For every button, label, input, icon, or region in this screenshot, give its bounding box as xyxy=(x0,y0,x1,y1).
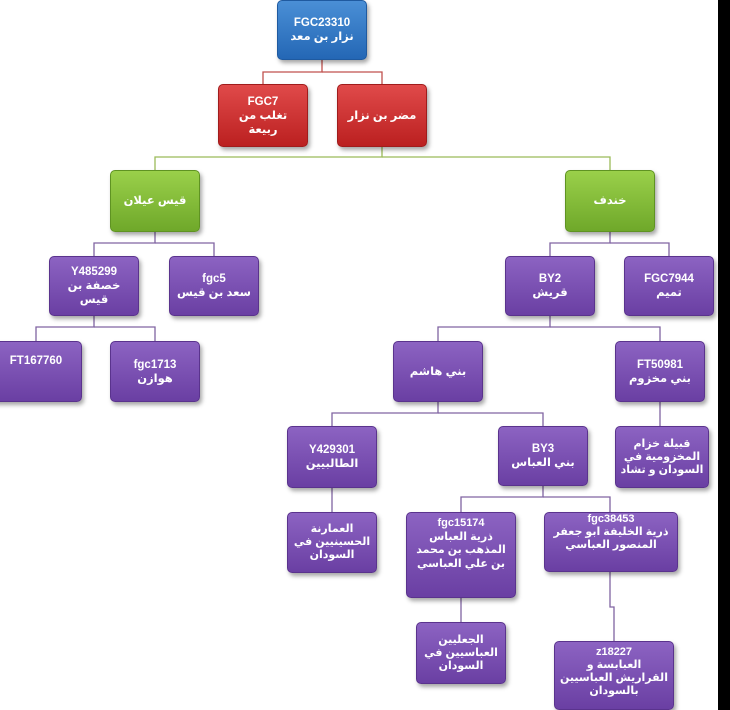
node-hawazin[interactable]: fgc1713 هوازن xyxy=(110,341,200,402)
node-code: Y429301 xyxy=(308,444,356,456)
node-code: FGC23310 xyxy=(293,17,351,29)
node-code: FT167760 xyxy=(9,355,63,367)
connector-root-mudar xyxy=(322,71,383,84)
connector-qays-khasafa xyxy=(93,232,156,256)
node-label: بني هاشم xyxy=(409,365,467,378)
node-label: بني العباس xyxy=(511,457,575,469)
connector-abbas-mansur xyxy=(543,496,611,512)
node-abbas[interactable]: BY3 بني العباس xyxy=(498,426,588,486)
node-label: العبابسة و القراريش العباسيين بالسودان xyxy=(560,659,668,697)
node-abbas-madhhab[interactable]: fgc15174 ذرية العباس المذهب بن محمد بن ع… xyxy=(406,512,516,598)
node-label: تغلب من ربيعة xyxy=(238,109,288,136)
node-code: fgc1713 xyxy=(133,358,177,371)
node-root[interactable]: FGC23310 نزار بن معد xyxy=(277,0,367,60)
connector-root-taghlib xyxy=(262,60,323,84)
node-saad[interactable]: fgc5 سعد بن قيس xyxy=(169,256,259,316)
connector-khindif-tamim xyxy=(610,242,670,256)
node-label: الجعليين العباسيين في السودان xyxy=(424,633,498,672)
node-khuzam[interactable]: قبيلة خزام المخزومية في السودان و تشاد xyxy=(615,426,709,488)
node-label: خصفة بن قيس xyxy=(67,280,121,306)
connector-mudar-khindif xyxy=(382,156,611,170)
node-mudar[interactable]: مضر بن نزار xyxy=(337,84,427,147)
connector-qays-saad xyxy=(155,242,215,256)
node-label: ذرية الخليفة ابو جعفر المنصور العباسي xyxy=(553,526,669,551)
node-makhzum[interactable]: FT50981 بني مخزوم xyxy=(615,341,705,402)
node-code: FGC7944 xyxy=(644,273,694,285)
node-code: BY3 xyxy=(531,443,555,455)
node-label: بني مخزوم xyxy=(629,372,691,385)
connector-quraysh-hashim xyxy=(437,316,551,341)
node-code: z18227 xyxy=(595,646,633,658)
connector-mansur-abbasa xyxy=(609,572,615,641)
node-code: BY2 xyxy=(538,273,562,285)
node-abbasa[interactable]: z18227 العبابسة و القراريش العباسيين بال… xyxy=(554,641,674,710)
node-label: سعد بن قيس xyxy=(177,287,251,299)
node-code: FGC7 xyxy=(247,95,279,108)
node-talibiyin[interactable]: Y429301 الطالبيين xyxy=(287,426,377,488)
connector-khindif-quraysh xyxy=(549,232,611,256)
node-code: Y485299 xyxy=(70,266,118,278)
node-khindif[interactable]: خندف xyxy=(565,170,655,232)
connector-hashim-abbas xyxy=(438,412,544,426)
node-code: fgc5 xyxy=(202,273,226,285)
node-ft167760[interactable]: FT167760 xyxy=(0,341,82,402)
node-label: نزار بن معد xyxy=(290,31,354,43)
node-code: FT50981 xyxy=(636,358,684,371)
node-tamim[interactable]: FGC7944 تميم xyxy=(624,256,714,316)
node-label: تميم xyxy=(656,287,682,299)
node-label: ذرية العباس المذهب بن محمد بن علي العباس… xyxy=(416,530,506,570)
connector-mudar-qays xyxy=(154,147,383,170)
node-label: العمارنة الحسينيين في السودان xyxy=(293,523,371,561)
right-edge-bar xyxy=(718,0,730,710)
node-label: هوازن xyxy=(137,372,173,385)
connector-khasafa-hawazin xyxy=(94,326,156,341)
node-taghlib[interactable]: FGC7 تغلب من ربيعة xyxy=(218,84,308,147)
node-label: خندف xyxy=(593,195,627,207)
node-label: قبيلة خزام المخزومية في السودان و تشاد xyxy=(620,437,704,476)
node-code: fgc38453 xyxy=(587,513,635,525)
connector-quraysh-makhzum xyxy=(550,326,661,341)
connector-khasafa-ft167760 xyxy=(35,316,95,341)
node-jaaliyin[interactable]: الجعليين العباسيين في السودان xyxy=(416,622,506,684)
node-label: مضر بن نزار xyxy=(347,109,417,122)
node-qays[interactable]: قيس عيلان xyxy=(110,170,200,232)
node-khasafa[interactable]: Y485299 خصفة بن قيس xyxy=(49,256,139,316)
node-hashim[interactable]: بني هاشم xyxy=(393,341,483,402)
node-mansur[interactable]: fgc38453 ذرية الخليفة ابو جعفر المنصور ا… xyxy=(544,512,678,572)
node-quraysh[interactable]: BY2 قريش xyxy=(505,256,595,316)
node-label: قيس عيلان xyxy=(123,195,187,207)
node-label: قريش xyxy=(532,287,568,299)
connector-abbas-madhhab xyxy=(460,486,544,512)
node-label: الطالبيين xyxy=(305,458,359,470)
connector-hashim-talibiyin xyxy=(331,402,439,426)
node-code: fgc15174 xyxy=(437,517,485,529)
node-amarna[interactable]: العمارنة الحسينيين في السودان xyxy=(287,512,377,573)
